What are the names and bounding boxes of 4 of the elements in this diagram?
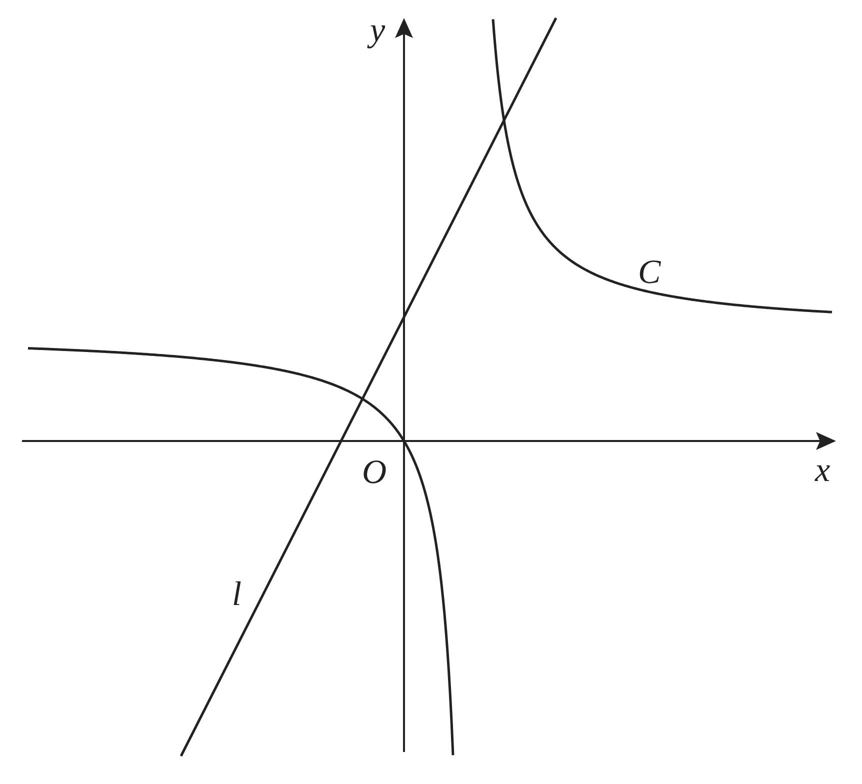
- line-label: l: [232, 578, 242, 612]
- curve-label: C: [638, 256, 661, 290]
- axis-label: x: [815, 454, 830, 488]
- origin-label: O: [362, 456, 387, 490]
